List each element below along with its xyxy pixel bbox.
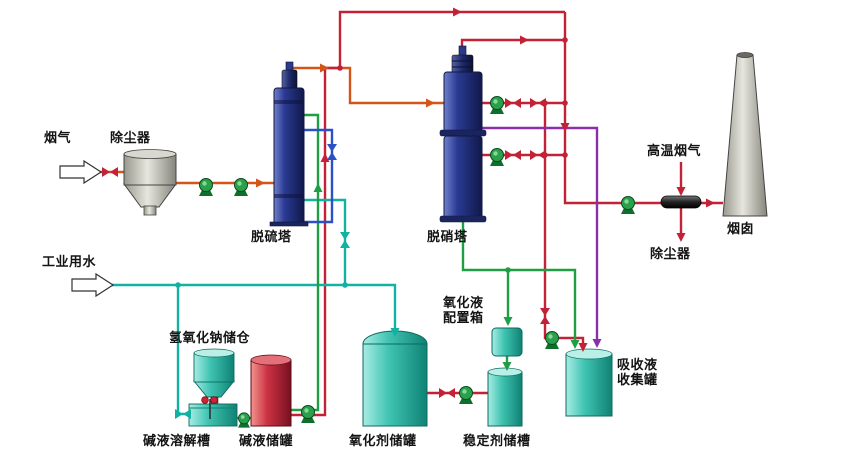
inline-dust-remover	[660, 195, 702, 209]
label-industrial-water: 工业用水	[42, 254, 97, 269]
desulfurization-tower	[269, 61, 309, 227]
label-chimney: 烟囱	[727, 221, 755, 236]
label-desulfurization-tower: 脱硫塔	[251, 229, 292, 244]
denitrification-tower	[439, 45, 487, 223]
chimney	[722, 52, 768, 217]
flow-arrow-icon	[256, 178, 265, 188]
label-denitrification-tower: 脱硝塔	[427, 229, 468, 244]
agitator-motor-icon	[210, 396, 218, 404]
label-stabilizer-storage-tank: 稳定剂储槽	[463, 433, 531, 448]
dust-collector	[123, 149, 177, 216]
valve-icon	[102, 167, 118, 177]
label-oxidant-storage-tank: 氧化剂储罐	[349, 433, 417, 448]
pipe-desulf-to-denit	[287, 66, 446, 105]
pump-icon	[237, 412, 251, 429]
label-flue-gas: 烟气	[44, 130, 72, 145]
flow-arrow-icon	[320, 153, 330, 162]
valve-icon	[340, 232, 350, 248]
pump-icon	[620, 196, 636, 215]
valve-icon	[540, 308, 550, 324]
label-collection-tank-line1: 吸收液	[617, 357, 658, 372]
pipe-denit-drain	[461, 222, 577, 346]
pipe-junction	[337, 65, 343, 71]
valve-icon	[327, 144, 337, 160]
alkali-storage-tank	[250, 354, 292, 427]
pipe-junction	[342, 282, 348, 288]
pump-icon	[489, 148, 505, 167]
flow-arrow-icon	[426, 98, 435, 108]
flow-arrow-icon	[503, 317, 513, 326]
pump-icon	[458, 386, 474, 405]
flow-arrow-icon	[676, 233, 686, 242]
flow-arrow-icon	[706, 198, 715, 208]
flow-arrow-icon	[676, 187, 686, 196]
label-absorption-collection-tank: 吸收液 收集罐	[617, 357, 658, 387]
pipe-water-main	[106, 283, 397, 334]
pipe-desulf-recirc-loop	[304, 128, 334, 224]
valve-icon	[439, 388, 455, 398]
flow-arrow-icon	[570, 340, 580, 349]
label-collection-tank-line2: 收集罐	[617, 372, 658, 387]
label-high-temp-flue-gas: 高温烟气	[647, 143, 702, 158]
agitator-motor-icon	[201, 396, 209, 404]
flow-arrow-icon	[520, 35, 529, 45]
pipe-junction	[562, 152, 568, 158]
pipe-bypass-top	[338, 10, 565, 68]
label-dust-remover-right: 除尘器	[650, 246, 691, 261]
absorption-liquid-collection-tank	[565, 348, 613, 417]
pipe-junction	[175, 282, 181, 288]
pipe-junction	[562, 37, 568, 43]
label-dust-collector: 除尘器	[110, 130, 151, 145]
pump-icon	[300, 405, 316, 424]
flow-arrow-icon	[313, 183, 323, 192]
label-alkali-storage-tank: 碱液储罐	[239, 433, 294, 448]
pipe-junction	[505, 267, 511, 273]
label-alkali-dissolving-tank: 碱液溶解槽	[143, 433, 211, 448]
label-prep-box-line2: 配置箱	[443, 310, 484, 325]
pipe-junction	[542, 152, 548, 158]
label-naoh-storage-bin: 氢氧化钠储仓	[169, 330, 251, 345]
flow-arrow-icon	[453, 7, 462, 17]
valve-icon	[175, 409, 191, 419]
valve-icon	[505, 98, 521, 108]
pipe-oxidation-to-collection	[482, 126, 599, 344]
pump-icon	[489, 96, 505, 115]
oxidation-liquid-prep-box	[491, 327, 523, 357]
pipe-denit-outlet	[460, 38, 565, 54]
oxidant-storage-tank	[362, 330, 428, 427]
label-prep-box-line1: 氧化液	[443, 295, 484, 310]
pump-icon	[233, 178, 249, 197]
pipe-junction	[562, 100, 568, 106]
naoh-storage-bin	[193, 348, 235, 405]
flow-arrow-icon	[592, 339, 602, 348]
water-inlet-arrow-icon	[71, 272, 115, 298]
pump-icon	[544, 331, 560, 350]
stabilizer-storage-tank	[487, 367, 523, 427]
pipe-riser-to-chimney	[563, 12, 723, 205]
flue-gas-inlet-arrow-icon	[59, 159, 103, 185]
pipe-water-to-dissolve	[176, 285, 190, 416]
pump-icon	[198, 178, 214, 197]
alkali-dissolving-tank	[188, 396, 238, 427]
label-oxidation-liquid-prep-box: 氧化液 配置箱	[443, 295, 484, 325]
valve-icon	[505, 150, 521, 160]
pipe-junction	[542, 100, 548, 106]
junction-dots-layer	[175, 37, 568, 288]
